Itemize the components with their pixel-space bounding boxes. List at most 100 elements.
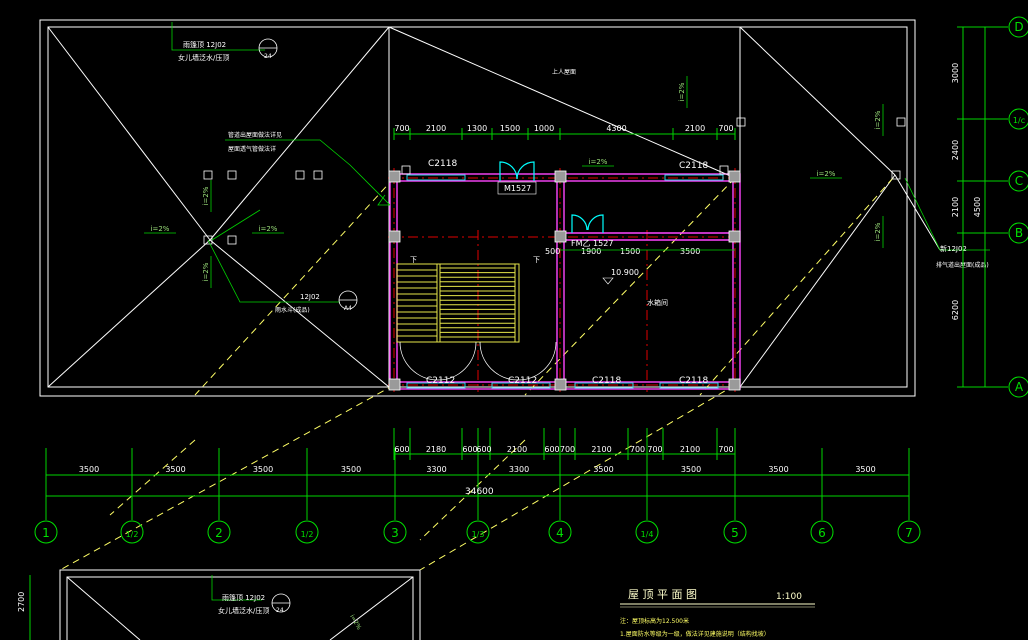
- axis-bubble: [897, 520, 921, 544]
- drawing-scale: 1:100: [776, 592, 802, 602]
- door-swing: [571, 214, 588, 233]
- ridge-line: [209, 239, 390, 388]
- axis-bubble: [1008, 170, 1028, 192]
- dashed-line: [524, 177, 736, 396]
- leader-line: [211, 209, 261, 241]
- door-arc: [437, 341, 477, 381]
- dim-value: 3500: [681, 465, 701, 474]
- column: [554, 170, 567, 183]
- window-label: C2112: [426, 376, 455, 386]
- window-bottom: [491, 382, 551, 389]
- note: 女儿墙泛水/压顶: [178, 53, 229, 62]
- axis-bubble: [1008, 16, 1028, 38]
- window-bottom: [574, 382, 634, 389]
- window-top: [664, 174, 724, 181]
- slope-label: i=2%: [202, 186, 210, 205]
- dim-value: 1000: [534, 124, 554, 133]
- axis-bubble: [34, 520, 58, 544]
- roof-access-label: 上人屋面: [552, 68, 576, 76]
- axis-label: A: [1015, 380, 1024, 394]
- window-label: C2118: [679, 376, 708, 386]
- slope-label: i=2%: [348, 614, 362, 632]
- dim-value: 2100: [951, 197, 960, 217]
- ridge-line: [894, 174, 941, 251]
- door-label: M1527: [504, 184, 531, 193]
- ridge-line: [739, 174, 896, 388]
- mini-dim: 2700: [17, 592, 26, 612]
- dim-value: 2400: [951, 140, 960, 160]
- dim-value: 600: [394, 445, 409, 454]
- title-note: 注：屋顶标高为12.500米: [620, 617, 689, 625]
- door-tag-box: [497, 181, 537, 195]
- dim-label: 3500: [680, 247, 700, 256]
- windows: [406, 174, 724, 389]
- drain-icon: [719, 165, 729, 175]
- axis-label: 2: [215, 526, 223, 540]
- slope-label: i=2%: [874, 222, 882, 241]
- axis-bubble: [810, 520, 834, 544]
- elevation-marker: [602, 277, 614, 285]
- drain-icon: [227, 235, 237, 245]
- note: 新12J02: [940, 244, 967, 253]
- leader-line: [904, 177, 990, 251]
- slope-labels: i=2%i=2%i=2%i=2%i=2%i=2%i=2%i=2%i=2%: [144, 76, 884, 288]
- roof-annotations: i=2%i=2%i=2%i=2%i=2%i=2%i=2%i=2%i=2%: [144, 22, 990, 314]
- axis-label: 1/c: [1013, 116, 1025, 125]
- window-label: C2112: [508, 376, 537, 386]
- dim-value: 3300: [509, 465, 529, 474]
- slope-label: i=2%: [678, 82, 686, 101]
- dim-value: 700: [630, 445, 645, 454]
- window-label: C2118: [592, 376, 621, 386]
- column: [728, 378, 741, 391]
- axis-label: 1/3: [472, 530, 485, 539]
- dim-value: 4500: [973, 197, 982, 217]
- axis-bubble: [120, 520, 144, 544]
- slope-label: i=2%: [874, 110, 882, 129]
- doors: [499, 161, 604, 233]
- axis-label: B: [1015, 226, 1023, 240]
- leader-line: [171, 22, 265, 51]
- drain-icon: [227, 170, 237, 180]
- title-note: 1.屋面防水等级为一级，做法详见建施说明（结构找坡）: [620, 630, 770, 638]
- dashed-line: [109, 439, 196, 516]
- axis-bubble: [1008, 222, 1028, 244]
- axis-label: D: [1014, 20, 1023, 34]
- axis-bubble: [548, 520, 572, 544]
- axis-label: 1/2: [126, 530, 139, 539]
- window-top: [406, 174, 466, 181]
- leader-line: [211, 575, 262, 601]
- roof-outline: [39, 19, 941, 397]
- center-lines: [388, 168, 742, 392]
- dim-value: 700: [718, 445, 733, 454]
- axis-bubble: [723, 520, 747, 544]
- note: 管道出屋面做法详见: [228, 131, 282, 139]
- stair-flights: [396, 263, 520, 343]
- dim-value: 2100: [591, 445, 611, 454]
- drawing-title: 屋 顶 平 面 图: [628, 588, 697, 601]
- dim-value: 4300: [606, 124, 626, 133]
- mini-detail: 2700 雨篷顶 12J02 女儿墙泛水/压顶 24 i=2%: [17, 569, 421, 640]
- roof-parapet-edge: [47, 26, 908, 388]
- column: [728, 230, 741, 243]
- mini-ridge: [66, 576, 141, 640]
- detail-ref-sheet: 24: [264, 53, 272, 60]
- dim-value: 2100: [426, 124, 446, 133]
- dim-value: 3500: [341, 465, 361, 474]
- note: 雨篷顶 12J02: [183, 40, 226, 49]
- stair-door-arcs: [399, 341, 557, 381]
- door-swing: [587, 214, 604, 233]
- axis-bubble: [1008, 108, 1028, 130]
- note: 排气道出屋面(成品): [936, 261, 989, 269]
- stair-steps: [397, 267, 515, 338]
- note: 女儿墙泛水/压顶: [218, 606, 269, 615]
- door-swing: [516, 161, 535, 181]
- drain-icon: [203, 170, 213, 180]
- dashed-line: [59, 384, 395, 571]
